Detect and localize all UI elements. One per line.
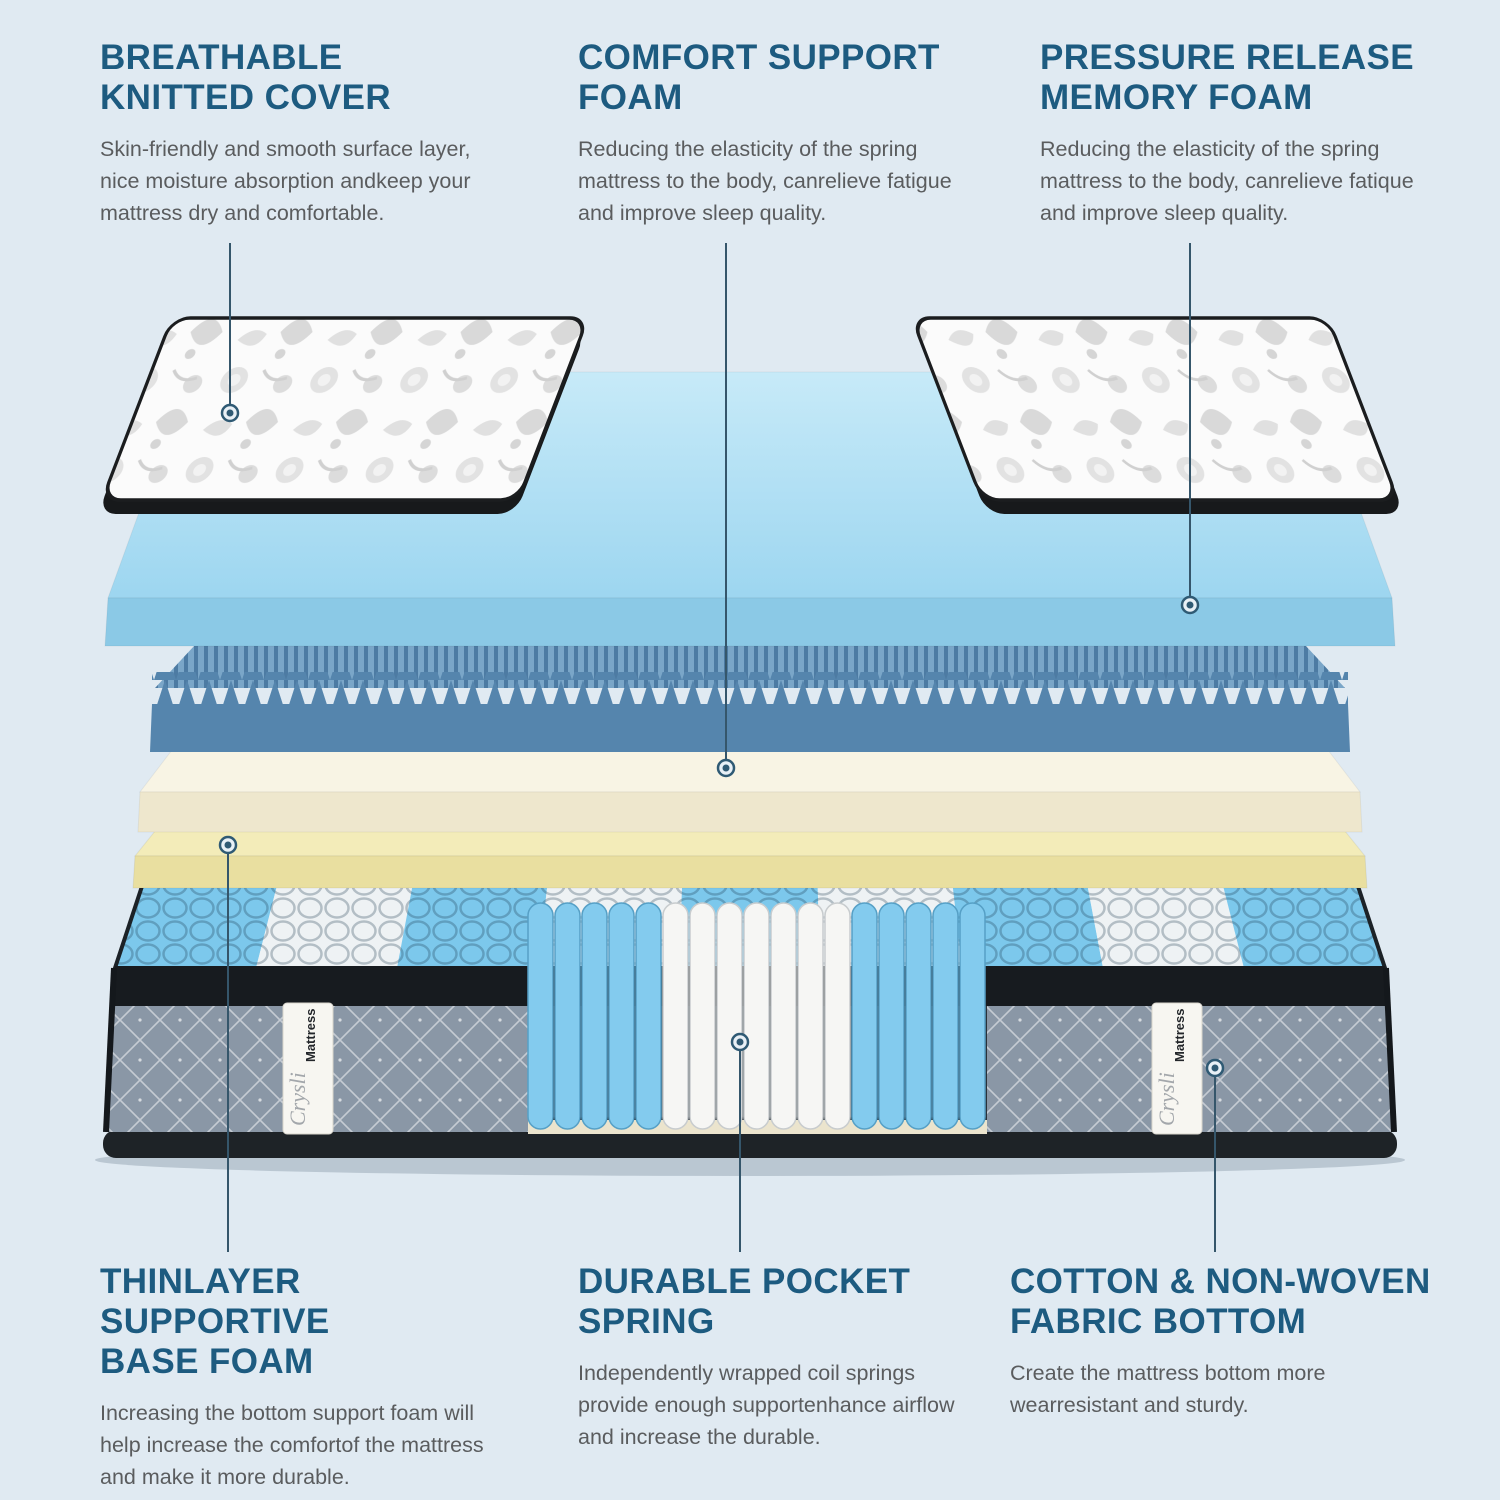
feature-title-line2: MEMORY FOAM bbox=[1040, 77, 1313, 117]
callout-dot-comfort-foam bbox=[716, 758, 736, 778]
brand-product: Mattress bbox=[303, 1009, 318, 1062]
mattress-base: Crysli Mattress Crysli Mattress bbox=[103, 860, 1397, 1158]
feature-title-line2: SPRING bbox=[578, 1301, 715, 1341]
feature-title-line2: FABRIC BOTTOM bbox=[1010, 1301, 1307, 1341]
base-right-piping bbox=[1383, 967, 1397, 1133]
feature-title-line1: COMFORT SUPPORT bbox=[578, 38, 940, 77]
feature-title: BREATHABLE KNITTED COVER bbox=[100, 38, 540, 118]
brand-label-right: Crysli Mattress bbox=[1151, 1002, 1203, 1135]
feature-title-line1: PRESSURE RELEASE bbox=[1040, 38, 1414, 77]
feature-thinlayer-supportive-base-foam: THINLAYER SUPPORTIVE BASE FOAM Increasin… bbox=[100, 1262, 540, 1493]
pocket-springs-cutaway bbox=[527, 902, 986, 1130]
feature-title: COMFORT SUPPORT FOAM bbox=[578, 38, 978, 118]
feature-title: DURABLE POCKET SPRING bbox=[578, 1262, 978, 1342]
feature-title-line1: BREATHABLE bbox=[100, 38, 343, 77]
brand-product: Mattress bbox=[1172, 1009, 1187, 1062]
feature-title-line1: THINLAYER SUPPORTIVE bbox=[100, 1262, 330, 1341]
brand-name: Crysli bbox=[1154, 1072, 1179, 1126]
feature-title-line1: COTTON & NON-WOVEN bbox=[1010, 1262, 1431, 1301]
feature-title: COTTON & NON-WOVEN FABRIC BOTTOM bbox=[1010, 1262, 1450, 1342]
callout-dot-memory-foam bbox=[1180, 595, 1200, 615]
feature-body: Reducing the elasticity of the spring ma… bbox=[578, 136, 952, 226]
base-bottom-piping bbox=[103, 1130, 1397, 1158]
feature-title-line2: KNITTED COVER bbox=[100, 77, 392, 117]
brand-label-left: Crysli Mattress bbox=[282, 1002, 334, 1135]
callout-dots bbox=[218, 403, 1225, 1078]
callout-dot-base-foam bbox=[218, 835, 238, 855]
feature-title-line2: BASE FOAM bbox=[100, 1341, 314, 1381]
brand-name: Crysli bbox=[285, 1072, 310, 1126]
feature-durable-pocket-spring: DURABLE POCKET SPRING Independently wrap… bbox=[578, 1262, 978, 1454]
feature-body: Increasing the bottom support foam will … bbox=[100, 1400, 484, 1490]
feature-body: Reducing the elasticity of the spring ma… bbox=[1040, 136, 1414, 226]
feature-comfort-support-foam: COMFORT SUPPORT FOAM Reducing the elasti… bbox=[578, 38, 978, 230]
feature-body: Create the mattress bottom more wearresi… bbox=[1010, 1360, 1326, 1418]
feature-title: PRESSURE RELEASE MEMORY FOAM bbox=[1040, 38, 1460, 118]
layer-knitted-cover-right bbox=[915, 316, 1399, 514]
feature-breathable-knitted-cover: BREATHABLE KNITTED COVER Skin-friendly a… bbox=[100, 38, 540, 230]
feature-pressure-release-memory-foam: PRESSURE RELEASE MEMORY FOAM Reducing th… bbox=[1040, 38, 1460, 230]
feature-body: Independently wrapped coil springs provi… bbox=[578, 1360, 955, 1450]
feature-cotton-nonwoven-fabric-bottom: COTTON & NON-WOVEN FABRIC BOTTOM Create … bbox=[1010, 1262, 1450, 1421]
callout-dot-breathable-cover bbox=[220, 403, 240, 423]
layer-knitted-cover-left bbox=[103, 316, 585, 514]
layer-convoluted-memory-foam bbox=[150, 645, 1350, 752]
feature-title-line2: FOAM bbox=[578, 77, 683, 117]
feature-title-line1: DURABLE POCKET bbox=[578, 1262, 911, 1301]
feature-title: THINLAYER SUPPORTIVE BASE FOAM bbox=[100, 1262, 540, 1382]
feature-body: Skin-friendly and smooth surface layer, … bbox=[100, 136, 471, 226]
callout-dot-fabric-bottom bbox=[1205, 1058, 1225, 1078]
callout-dot-pocket-spring bbox=[730, 1032, 750, 1052]
base-left-piping bbox=[103, 967, 117, 1133]
